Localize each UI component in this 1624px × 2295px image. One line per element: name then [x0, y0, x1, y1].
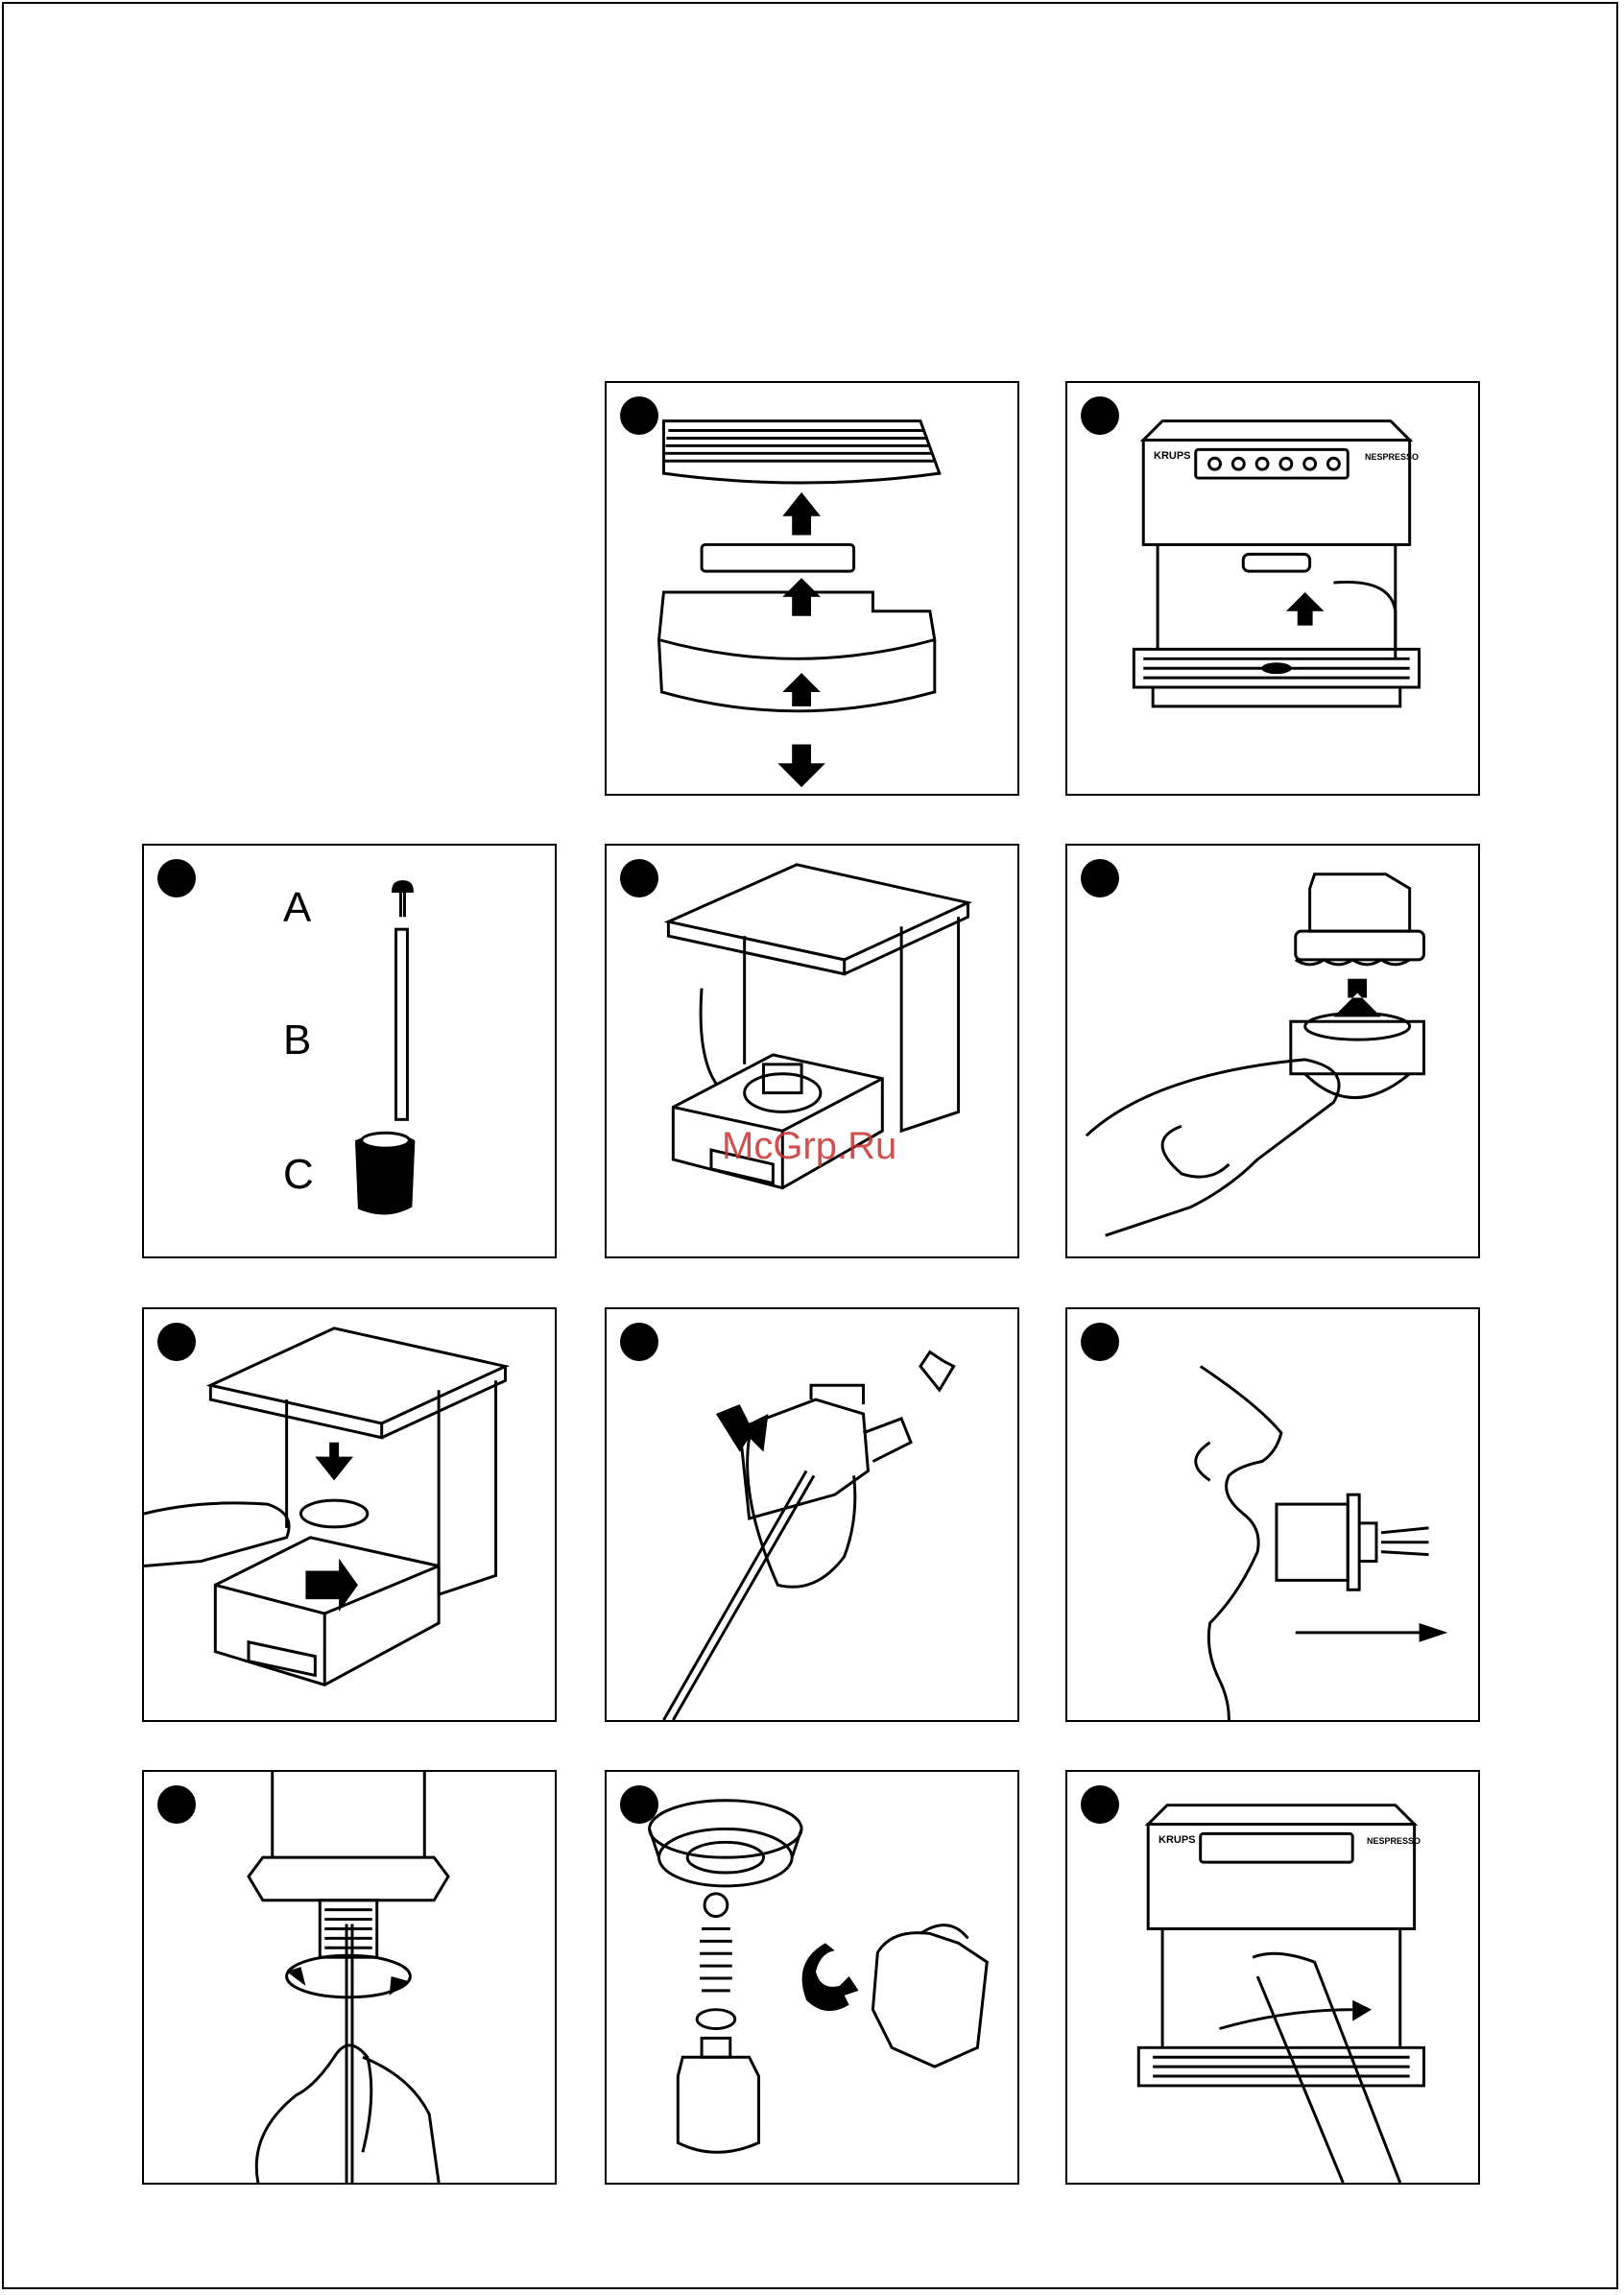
- needle-rotate-illustration: [144, 1772, 555, 2183]
- parts-illustration: [144, 846, 555, 1256]
- panel-machine-grip: KRUPS NESPRESSO: [1065, 1770, 1480, 2185]
- brand-krups: KRUPS: [1158, 1834, 1196, 1846]
- machine-grip-illustration: [1067, 1772, 1478, 2183]
- panel-drip-tray-removal: [605, 381, 1019, 796]
- panel-hand-press: [142, 1307, 557, 1722]
- panel-hand-filter: [1065, 844, 1480, 1258]
- panel-cleaning-needle: [605, 1307, 1019, 1722]
- panel-machine-front: KRUPS NESPRESSO: [1065, 381, 1480, 796]
- brand-krups: KRUPS: [1154, 450, 1191, 462]
- hand-press-illustration: [144, 1309, 555, 1720]
- machine-open-illustration: [607, 846, 1017, 1256]
- brand-nespresso: NESPRESSO: [1367, 1836, 1421, 1846]
- cleaning-needle-illustration: [607, 1309, 1017, 1720]
- watermark: McGrp.Ru: [722, 1125, 896, 1168]
- panel-blow-part: [1065, 1307, 1480, 1722]
- hand-filter-illustration: [1067, 846, 1478, 1256]
- machine-illustration: [1067, 383, 1478, 794]
- panel-valve-parts: [605, 1770, 1019, 2185]
- blow-part-illustration: [1067, 1309, 1478, 1720]
- brand-nespresso: NESPRESSO: [1365, 452, 1419, 462]
- drip-tray-illustration: [607, 383, 1017, 794]
- panel-needle-rotate: [142, 1770, 557, 2185]
- panel-parts-abc: A B C: [142, 844, 557, 1258]
- valve-parts-illustration: [607, 1772, 1017, 2183]
- panel-machine-open: [605, 844, 1019, 1258]
